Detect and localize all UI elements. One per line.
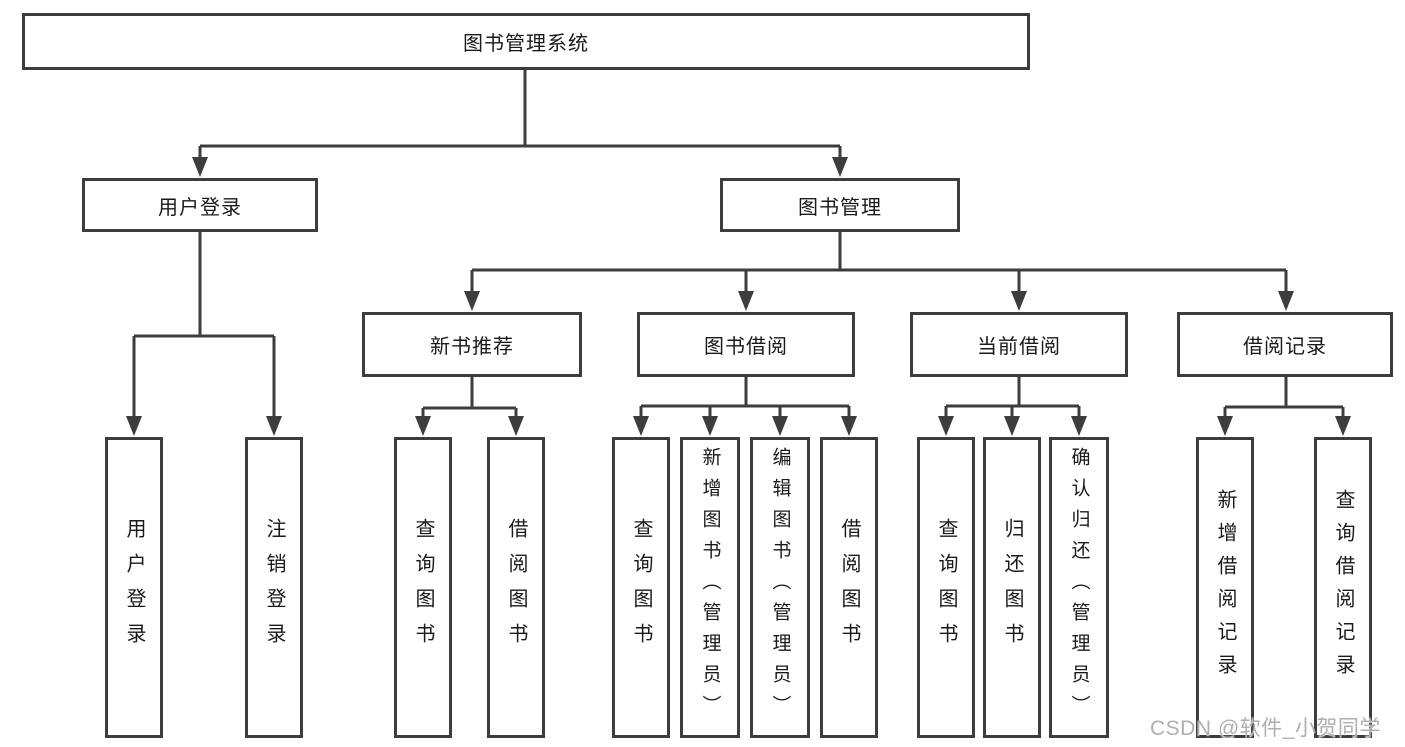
leaf-logout: 注销登录 (245, 437, 303, 738)
node-label: 归还图书 (1001, 517, 1023, 658)
node-user-login: 用户登录 (82, 178, 318, 232)
node-label: 查询图书 (935, 517, 957, 658)
node-label: 新书推荐 (430, 336, 514, 358)
node-label: 新增借阅记录 (1214, 488, 1236, 687)
leaf-user-login: 用户登录 (105, 437, 163, 738)
leaf-query-borrow-record: 查询借阅记录 (1314, 437, 1372, 738)
node-label: 编辑图书（管理员） (769, 447, 791, 726)
arrowhead-icons (126, 157, 1351, 436)
node-label: 新增图书（管理员） (699, 447, 721, 726)
leaf-query-books-recommend: 查询图书 (394, 437, 452, 738)
node-label: 查询图书 (630, 517, 652, 658)
node-label: 确认归还（管理员） (1068, 447, 1090, 726)
leaf-confirm-return-admin: 确认归还（管理员） (1049, 437, 1109, 738)
node-label: 注销登录 (263, 517, 285, 658)
watermark: CSDN @软件_小贺同学 (1150, 717, 1381, 740)
node-label: 查询借阅记录 (1332, 488, 1354, 687)
node-label: 当前借阅 (977, 336, 1061, 358)
leaf-borrow-books: 借阅图书 (820, 437, 878, 738)
leaf-add-books-admin: 新增图书（管理员） (680, 437, 740, 738)
leaf-query-books-current: 查询图书 (917, 437, 975, 738)
node-label: 用户登录 (123, 517, 145, 658)
node-borrowing-records: 借阅记录 (1177, 312, 1393, 377)
node-label: 借阅图书 (838, 517, 860, 658)
node-book-borrowing: 图书借阅 (637, 312, 855, 377)
leaf-query-books-borrow: 查询图书 (612, 437, 670, 738)
node-label: 查询图书 (412, 517, 434, 658)
node-book-management: 图书管理 (720, 178, 960, 232)
node-label: 图书管理 (798, 196, 882, 219)
node-label: 图书借阅 (704, 336, 788, 358)
node-label: 借阅图书 (505, 517, 527, 658)
node-label: 借阅记录 (1243, 336, 1327, 358)
leaf-edit-books-admin: 编辑图书（管理员） (750, 437, 810, 738)
leaf-borrow-books-recommend: 借阅图书 (487, 437, 545, 738)
connector-edges (132, 70, 1345, 418)
node-new-book-recommendation: 新书推荐 (362, 312, 582, 377)
leaf-add-borrow-record: 新增借阅记录 (1196, 437, 1254, 738)
leaf-return-books: 归还图书 (983, 437, 1041, 738)
node-label: 用户登录 (158, 196, 242, 219)
node-current-borrowing: 当前借阅 (910, 312, 1128, 377)
node-library-management-system: 图书管理系统 (22, 13, 1030, 70)
node-label: 图书管理系统 (463, 33, 589, 55)
